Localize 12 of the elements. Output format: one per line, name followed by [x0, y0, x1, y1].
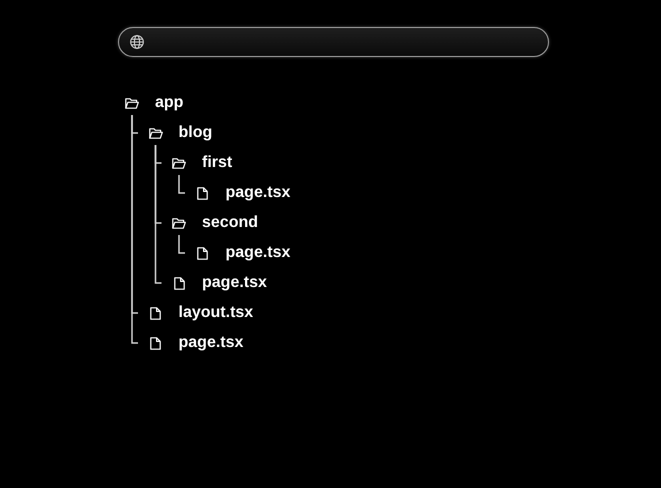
folder-name: first	[202, 153, 232, 173]
folder-name: second	[202, 213, 258, 233]
file-name: page.tsx	[226, 183, 290, 203]
folder-name: blog	[178, 123, 212, 143]
tree-line	[178, 175, 185, 194]
file-name: page.tsx	[178, 333, 244, 353]
folder-name: app	[155, 93, 184, 113]
tree-line	[154, 145, 162, 284]
tree-line	[178, 235, 185, 254]
file-name: page.tsx	[202, 273, 267, 293]
file-name: page.tsx	[226, 243, 290, 263]
file-name: layout.tsx	[178, 303, 254, 323]
